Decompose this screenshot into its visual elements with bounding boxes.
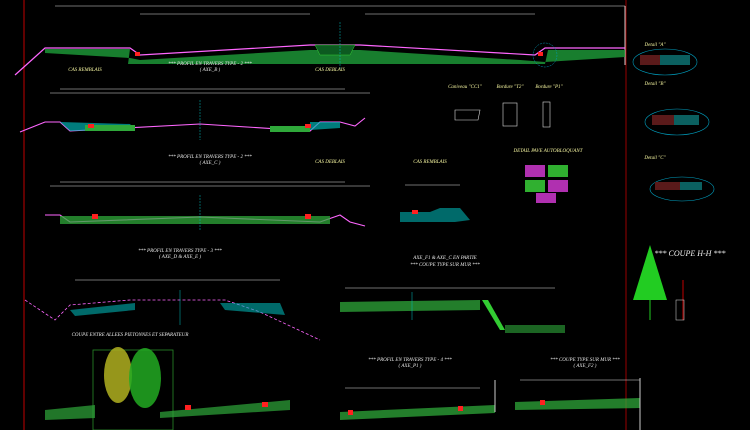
detail-c-label: Detail "C" [644,156,666,161]
case-label: CAS DEBLAIS [315,160,345,165]
section-title: *** PROFIL EN TRAVERS TYPE - 2 *** [168,62,252,67]
curb-label: Bordure "P1" [535,85,563,90]
section-pedestrian [45,347,290,430]
section-axis: ( AXE_C ) [199,161,221,166]
section-wall [340,287,565,333]
detail-a-label: Detail "A" [644,43,666,48]
detail-ellipses [632,48,715,202]
case-label: CAS REMBLAIS [68,68,102,73]
section-title: *** COUPE TYPE SUR MUR *** [550,358,620,363]
section-type-4 [340,380,496,420]
section-wall-f2 [515,378,641,430]
paving-label: DETAIL PAVE AUTOBLOQUANT [513,149,583,154]
curb-details [454,101,551,128]
paving-detail [525,165,568,203]
section-title: COUPE ENTRE ALLEES PIETONNES ET SEPARATE… [71,333,189,338]
coupe-hh-label: *** COUPE H-H *** [654,249,726,258]
section-axis: ( AXE_D & AXE_E ) [158,255,202,260]
case-label: CAS REMBLAIS [413,160,447,165]
coupe-hh-tree [633,245,685,321]
curb-label: Bordure "T2" [496,85,524,90]
section-title: *** PROFIL EN TRAVERS TYPE - 3 *** [138,249,222,254]
section-axe-b-profile [19,88,370,140]
case-label: CAS DEBLAIS [315,68,345,73]
section-type-3 [24,279,321,341]
section-title: *** PROFIL EN TRAVERS TYPE - 4 *** [368,358,452,363]
section-axis: AXE_F1 & AXE_C EN PARTIE [413,256,477,261]
section-axis: ( AXE_F2 ) [573,364,597,369]
section-title: *** PROFIL EN TRAVERS TYPE - 2 *** [168,155,252,160]
section-axis: ( AXE_P1 ) [398,364,422,369]
section-title: *** COUPE TYPE SUR MUR *** [410,263,480,268]
detail-b-label: Detail "B" [644,82,666,87]
section-axis: ( AXE_B ) [199,68,221,73]
section-top-profile [14,5,626,76]
curb-label: Caniveau "CC1" [448,85,482,90]
section-axe-c-profile [45,181,470,230]
